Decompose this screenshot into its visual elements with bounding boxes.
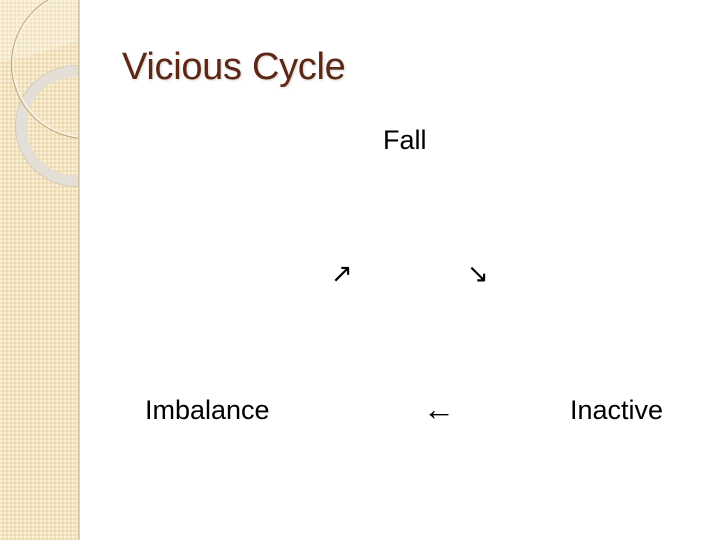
slide-title: Vicious Cycle [122,46,346,88]
arrow-up-right-icon: ↗ [331,259,353,289]
side-strip-edge [78,0,80,540]
arrow-down-right-icon: ↘ [467,259,489,289]
decorative-side-strip [0,0,78,540]
cycle-node-imbalance: Imbalance [145,395,270,425]
arrow-left-icon: ← [423,391,455,427]
cycle-node-fall: Fall [383,125,427,155]
decorative-circles-icon [0,0,78,187]
cycle-node-inactive: Inactive [570,395,664,425]
